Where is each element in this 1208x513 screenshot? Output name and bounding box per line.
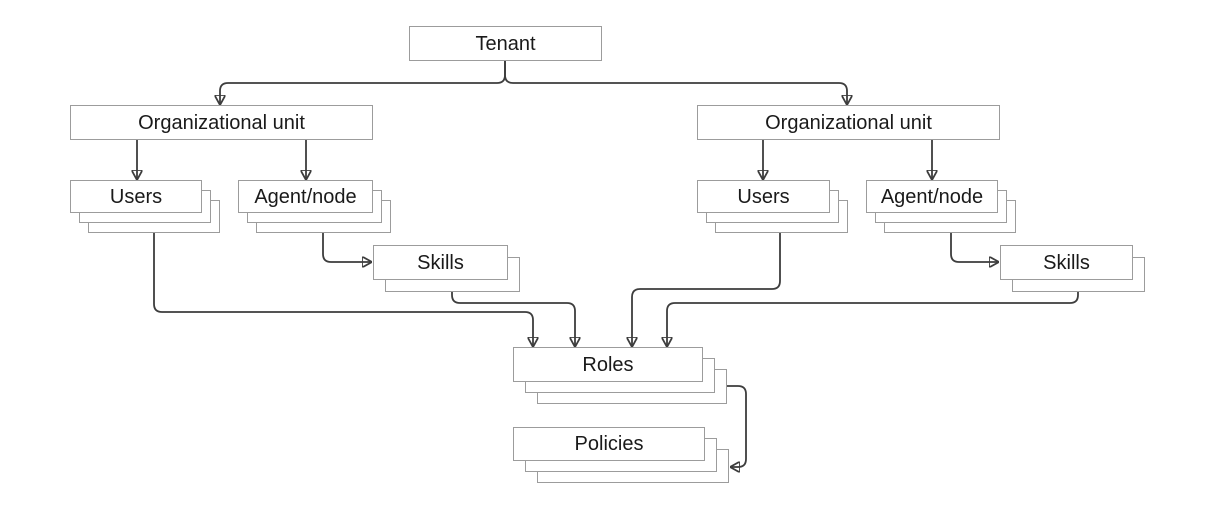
organizational-unit-right-label: Organizational unit [765, 111, 932, 134]
node-users-left: Users [70, 180, 220, 233]
agent-node-right-label: Agent/node [880, 185, 984, 208]
node-policies: Policies [513, 427, 729, 483]
node-roles: Roles [513, 347, 727, 404]
edge-agent-node-right-to-skills-right [950, 233, 998, 262]
node-skills-left: Skills [373, 245, 520, 292]
skills-right-box: Skills [1000, 245, 1133, 280]
agent-node-left-box: Agent/node [238, 180, 373, 213]
policies-box: Policies [513, 427, 705, 461]
node-skills-right: Skills [1000, 245, 1145, 292]
tenant-box: Tenant [409, 26, 602, 61]
skills-left-box: Skills [373, 245, 508, 280]
roles-label: Roles [582, 353, 634, 376]
edge-users-left-to-roles [153, 233, 533, 346]
skills-left-label: Skills [417, 251, 464, 274]
users-left-box: Users [70, 180, 202, 213]
agent-node-right-box: Agent/node [866, 180, 998, 213]
edge-agent-node-left-to-skills-left [322, 233, 371, 262]
organizational-unit-left-label: Organizational unit [138, 111, 305, 134]
users-left-label: Users [109, 185, 163, 208]
node-tenant: Tenant [409, 26, 602, 61]
roles-box: Roles [513, 347, 703, 382]
edge-users-right-to-roles [632, 233, 781, 346]
edge-skills-right-to-roles [667, 292, 1079, 346]
node-agent-node-right: Agent/node [866, 180, 1016, 233]
node-agent-node-left: Agent/node [238, 180, 391, 233]
organizational-unit-right-box: Organizational unit [697, 105, 1000, 140]
edge-tenant-to-org-unit-right [504, 61, 847, 104]
edge-skills-left-to-roles [451, 292, 575, 346]
node-organizational-unit-left: Organizational unit [70, 105, 373, 140]
node-organizational-unit-right: Organizational unit [697, 105, 1000, 140]
users-right-label: Users [737, 185, 790, 208]
tenant-label: Tenant [475, 32, 536, 55]
agent-node-left-label: Agent/node [254, 185, 357, 208]
node-users-right: Users [697, 180, 848, 233]
users-right-box: Users [697, 180, 830, 213]
policies-label: Policies [574, 433, 644, 455]
edge-roles-to-policies [727, 385, 747, 467]
organizational-unit-left-box: Organizational unit [70, 105, 373, 140]
skills-right-label: Skills [1043, 251, 1090, 274]
edge-tenant-to-org-unit-left [220, 61, 506, 104]
